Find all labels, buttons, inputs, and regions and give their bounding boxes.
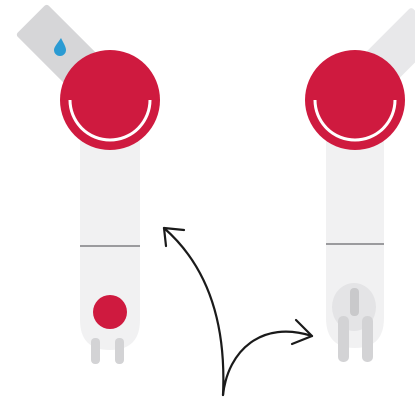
right-head bbox=[305, 50, 405, 150]
indicator-light bbox=[93, 295, 127, 329]
curved-double-arrow-icon bbox=[164, 228, 312, 395]
left-device bbox=[16, 4, 160, 364]
plug-center-pin bbox=[350, 288, 359, 316]
left-prong bbox=[91, 338, 100, 364]
left-prong bbox=[338, 316, 349, 362]
right-prong bbox=[362, 316, 373, 362]
left-head bbox=[60, 50, 160, 150]
arrow-to-left-device bbox=[164, 228, 223, 395]
right-prong bbox=[115, 338, 124, 364]
right-device bbox=[305, 7, 415, 362]
